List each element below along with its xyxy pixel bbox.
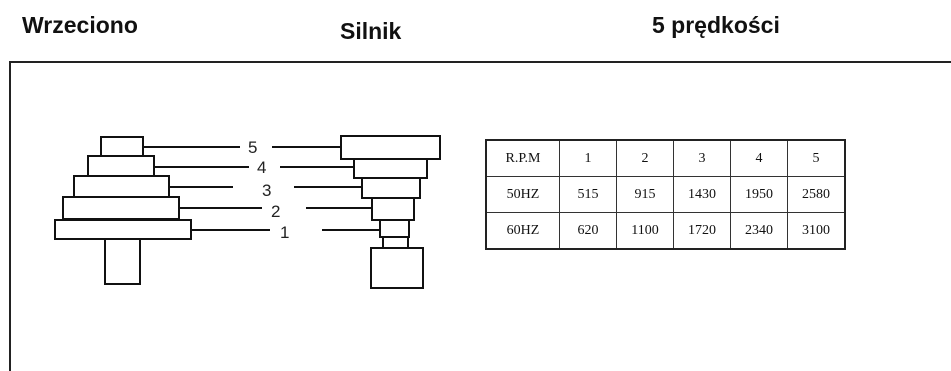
table-cell: 515 (559, 176, 617, 213)
table-header-row: R.P.M 1 2 3 4 5 (485, 139, 846, 177)
rpm-table: R.P.M 1 2 3 4 5 50HZ 515 915 1430 1950 2… (485, 139, 846, 250)
step-label-3: 3 (262, 181, 271, 200)
motor-body (370, 247, 424, 289)
table-cell: 1430 (673, 176, 731, 213)
table-header-cell: 5 (787, 139, 846, 177)
diagram-frame (9, 61, 951, 371)
table-cell: 1100 (616, 212, 674, 250)
step-label-4: 4 (257, 158, 266, 177)
table-cell: 3100 (787, 212, 846, 250)
table-header-cell: 3 (673, 139, 731, 177)
spindle-shaft (104, 238, 141, 285)
step-label-5: 5 (248, 138, 257, 157)
table-row: 60HZ 620 1100 1720 2340 3100 (485, 212, 846, 250)
table-cell: 2340 (730, 212, 788, 250)
speeds-heading: 5 prędkości (652, 12, 780, 38)
spindle-step-4 (87, 155, 155, 177)
motor-step-2 (371, 197, 415, 221)
motor-step-1 (379, 219, 410, 238)
step-label-1: 1 (280, 223, 289, 242)
motor-step-3 (361, 177, 421, 199)
table-row: 50HZ 515 915 1430 1950 2580 (485, 176, 846, 213)
motor-shaft (382, 236, 409, 249)
motor-pulley (340, 135, 441, 289)
table-cell: 1720 (673, 212, 731, 250)
belt-lines (143, 146, 380, 231)
table-header-cell: 4 (730, 139, 788, 177)
spindle-step-1 (54, 219, 192, 240)
spindle-pulley (54, 136, 192, 285)
spindle-step-5 (100, 136, 144, 157)
spindle-step-3 (73, 175, 170, 198)
table-header-cell: 2 (616, 139, 674, 177)
spindle-step-2 (62, 196, 180, 220)
table-cell: 2580 (787, 176, 846, 213)
table-cell: 50HZ (485, 176, 560, 213)
spindle-heading: Wrzeciono (22, 12, 138, 38)
table-cell: 915 (616, 176, 674, 213)
motor-step-4 (353, 158, 428, 179)
table-header-cell: R.P.M (485, 139, 560, 177)
table-cell: 1950 (730, 176, 788, 213)
step-label-2: 2 (271, 202, 280, 221)
motor-heading: Silnik (340, 18, 402, 44)
pulley-diagram: 5 4 3 2 1 (54, 135, 441, 289)
table-cell: 60HZ (485, 212, 560, 250)
table-cell: 620 (559, 212, 617, 250)
table-header-cell: 1 (559, 139, 617, 177)
motor-step-5 (340, 135, 441, 160)
